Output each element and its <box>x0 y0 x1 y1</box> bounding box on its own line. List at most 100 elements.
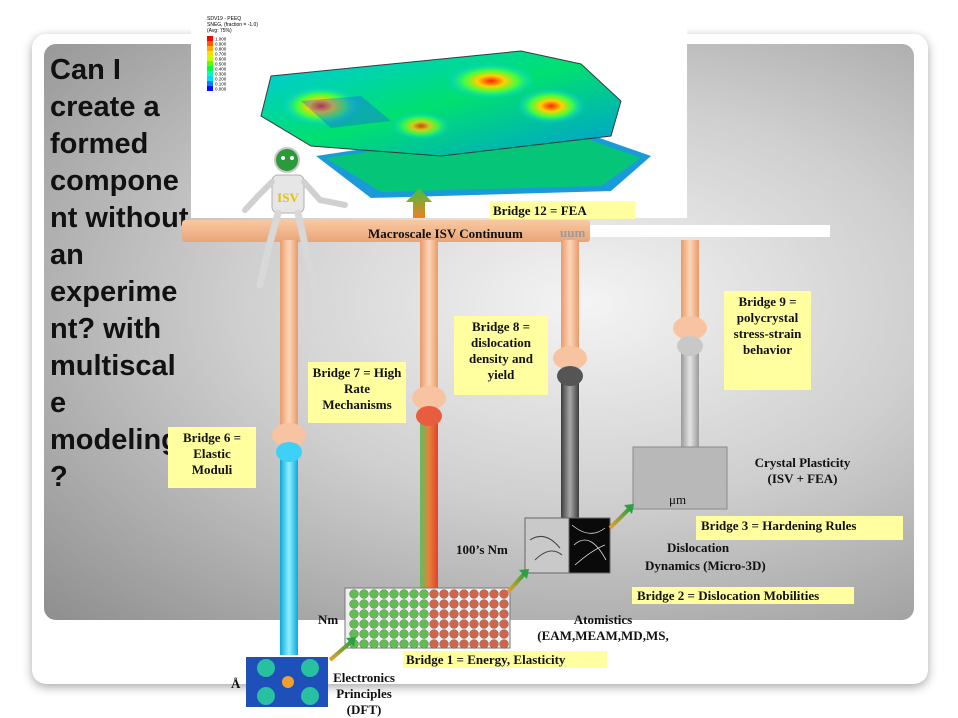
atom <box>359 599 369 609</box>
atom <box>459 629 469 639</box>
legend-subtitle: SNEG, (fraction = -1.0) <box>207 22 258 28</box>
bridge-7-label: Bridge 7 = High Rate Mechanisms <box>308 362 406 423</box>
fea-panel-art: SDV19 - PEEQ SNEG, (fraction = -1.0) (Av… <box>207 16 651 198</box>
atom <box>369 589 379 599</box>
continuum-beam <box>182 220 590 242</box>
continuum-ghost-text: uum <box>560 225 586 240</box>
atom <box>369 639 379 649</box>
legend-value: 0.500 <box>215 62 227 67</box>
atom <box>459 639 469 649</box>
atom <box>449 619 459 629</box>
atom <box>479 589 489 599</box>
atom <box>349 609 359 619</box>
atom <box>369 609 379 619</box>
up-arrow-icon <box>406 188 432 218</box>
bridge-2-label: Bridge 2 = Dislocation Mobilities <box>632 587 854 604</box>
atom <box>419 599 429 609</box>
atom <box>499 609 509 619</box>
atom <box>499 619 509 629</box>
atom <box>489 599 499 609</box>
nm-label: Nm <box>318 612 339 627</box>
atom <box>389 599 399 609</box>
legend-swatch <box>207 66 213 71</box>
atom <box>359 639 369 649</box>
atom <box>429 629 439 639</box>
atom <box>469 589 479 599</box>
atom <box>359 629 369 639</box>
legend-swatch <box>207 61 213 66</box>
atom <box>379 619 389 629</box>
legend-value: 0.400 <box>215 67 227 72</box>
atom <box>479 629 489 639</box>
tem-image <box>524 517 570 574</box>
atom <box>389 619 399 629</box>
atom <box>349 589 359 599</box>
atom <box>379 599 389 609</box>
bridge-6-label: Bridge 6 = Elastic Moduli <box>168 427 256 488</box>
atom <box>349 619 359 629</box>
legend-value: 0.800 <box>215 47 227 52</box>
atom <box>379 609 389 619</box>
atom <box>439 619 449 629</box>
atom <box>479 599 489 609</box>
robot-figure: ISV <box>242 147 348 289</box>
atom <box>489 629 499 639</box>
atom <box>459 589 469 599</box>
crystal-plasticity-box <box>632 446 728 510</box>
atom <box>369 599 379 609</box>
bridge-12-label: Bridge 12 = FEA <box>490 201 635 219</box>
legend-swatch <box>207 41 213 46</box>
atom <box>349 629 359 639</box>
atom <box>389 609 399 619</box>
atom <box>459 619 469 629</box>
atom <box>419 609 429 619</box>
legend-swatch <box>207 81 213 86</box>
atom <box>419 639 429 649</box>
handshake-icon <box>272 423 306 462</box>
atom <box>429 619 439 629</box>
atom <box>399 619 409 629</box>
atom <box>389 589 399 599</box>
atom <box>449 609 459 619</box>
atom <box>479 609 489 619</box>
atom <box>429 599 439 609</box>
atom <box>489 639 499 649</box>
atom <box>459 609 469 619</box>
handshake-icon <box>553 346 587 386</box>
handshake-icon <box>673 316 707 356</box>
atom <box>479 619 489 629</box>
atom <box>489 589 499 599</box>
legend-swatch <box>207 36 213 41</box>
atom <box>499 589 509 599</box>
atom <box>489 609 499 619</box>
legend-value: 0.700 <box>215 52 227 57</box>
legend-swatch <box>207 51 213 56</box>
legend-value: 0.100 <box>215 82 227 87</box>
atom <box>449 629 459 639</box>
legend-swatch <box>207 86 213 91</box>
atom <box>389 639 399 649</box>
atom <box>499 629 509 639</box>
atomistics-label: Atomistics (EAM,MEAM,MD,MS, <box>537 612 669 643</box>
legend-avg: (Avg: 75%) <box>207 28 232 34</box>
electronics-label: Electronics Principles (DFT) <box>333 670 395 717</box>
atom <box>389 629 399 639</box>
legend-value: 1.000 <box>215 37 227 42</box>
atom <box>429 589 439 599</box>
atom <box>449 589 459 599</box>
atom <box>439 639 449 649</box>
atom <box>439 589 449 599</box>
legend-swatch <box>207 71 213 76</box>
crystal-plasticity-label: Crystal Plasticity(ISV + FEA) <box>754 455 851 486</box>
legend-swatch <box>207 76 213 81</box>
atom <box>399 629 409 639</box>
atom <box>419 629 429 639</box>
angstrom-label: Å <box>231 676 241 691</box>
atom <box>459 599 469 609</box>
bridge-1-label: Bridge 1 = Energy, Elasticity <box>403 651 607 668</box>
legend-value: 0.200 <box>215 77 227 82</box>
atom <box>439 599 449 609</box>
legend-value: 0.900 <box>215 42 227 47</box>
atom <box>369 629 379 639</box>
atom <box>409 639 419 649</box>
